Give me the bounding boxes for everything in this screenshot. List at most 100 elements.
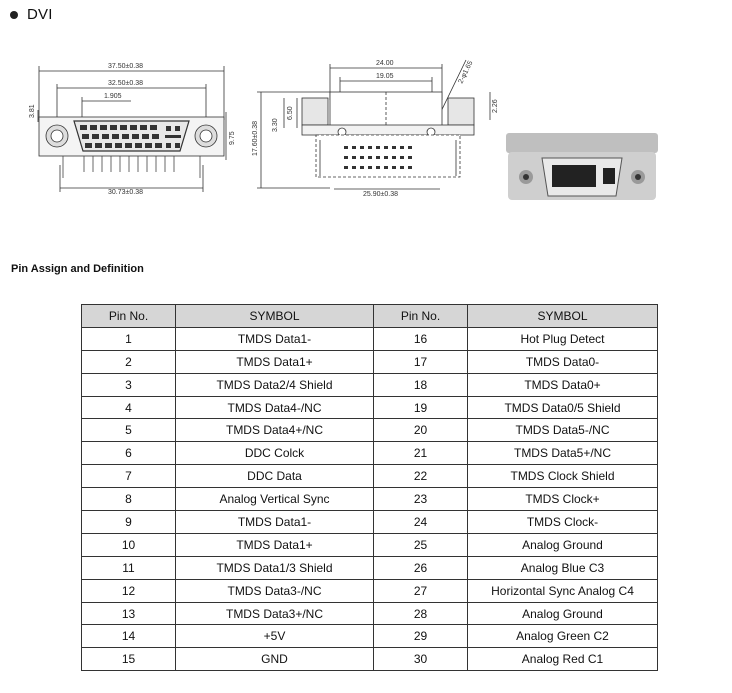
pin-number: 17 bbox=[373, 349, 468, 374]
pin-number: 10 bbox=[81, 532, 176, 557]
pin-number: 16 bbox=[373, 326, 468, 351]
pin-symbol: DDC Data bbox=[175, 464, 374, 489]
pin-symbol: TMDS Data4+/NC bbox=[175, 418, 374, 443]
pin-number: 2 bbox=[81, 349, 176, 374]
header-symbol-2: SYMBOL bbox=[467, 304, 658, 328]
pin-symbol: Analog Vertical Sync bbox=[175, 487, 374, 512]
pin-number: 24 bbox=[373, 510, 468, 534]
pin-symbol: +5V bbox=[175, 624, 374, 649]
pin-number: 18 bbox=[373, 372, 468, 397]
bullet-icon bbox=[10, 10, 18, 19]
pin-symbol: TMDS Data3+/NC bbox=[175, 601, 374, 626]
pin-number: 7 bbox=[81, 464, 176, 489]
pin-number: 23 bbox=[373, 487, 468, 512]
dim-pitch: 1.905 bbox=[104, 93, 122, 100]
pin-symbol: TMDS Clock+ bbox=[467, 487, 658, 512]
pin-number: 3 bbox=[81, 372, 176, 397]
pin-number: 22 bbox=[373, 464, 468, 489]
pin-symbol: TMDS Data5+/NC bbox=[467, 441, 658, 466]
pin-symbol: TMDS Clock Shield bbox=[467, 464, 658, 489]
pin-number: 13 bbox=[81, 601, 176, 626]
pin-number: 27 bbox=[373, 578, 468, 603]
pin-symbol: DDC Colck bbox=[175, 441, 374, 466]
pin-symbol: Analog Red C1 bbox=[467, 647, 658, 672]
pin-symbol: TMDS Data1+ bbox=[175, 532, 374, 557]
dim-left-height: 3.81 bbox=[29, 104, 36, 118]
dim-overall-height: 17.60±0.38 bbox=[252, 121, 259, 156]
pin-number: 5 bbox=[81, 418, 176, 443]
header-symbol: SYMBOL bbox=[175, 304, 374, 328]
pin-symbol: TMDS Data1/3 Shield bbox=[175, 555, 374, 580]
pin-number: 12 bbox=[81, 578, 176, 603]
dim-right-height: 2.26 bbox=[492, 99, 499, 113]
pin-number: 25 bbox=[373, 532, 468, 557]
dim-mounting-span: 32.50±0.38 bbox=[108, 80, 143, 87]
page-title: DVI bbox=[27, 6, 53, 23]
header-pin-no: Pin No. bbox=[81, 304, 176, 328]
pin-number: 4 bbox=[81, 395, 176, 420]
dim-inner-width: 19.05 bbox=[376, 73, 394, 80]
pin-symbol: TMDS Data1+ bbox=[175, 349, 374, 374]
pin-symbol: GND bbox=[175, 647, 374, 672]
header-pin-no-2: Pin No. bbox=[373, 304, 468, 328]
pin-number: 19 bbox=[373, 395, 468, 420]
pin-symbol: Analog Ground bbox=[467, 532, 658, 557]
pin-symbol: TMDS Data1- bbox=[175, 326, 374, 351]
pin-symbol: Analog Green C2 bbox=[467, 624, 658, 649]
pin-number: 8 bbox=[81, 487, 176, 512]
side-view bbox=[257, 59, 491, 190]
pin-number: 11 bbox=[81, 555, 176, 580]
pin-number: 6 bbox=[81, 441, 176, 466]
pin-number: 1 bbox=[81, 326, 176, 351]
pin-number: 30 bbox=[373, 647, 468, 672]
page-header: DVI bbox=[10, 6, 53, 23]
dim-top-width: 24.00 bbox=[376, 60, 394, 67]
dim-overall-width: 37.50±0.38 bbox=[108, 63, 143, 70]
dim-bottom-width: 30.73±0.38 bbox=[108, 189, 143, 196]
pin-number: 20 bbox=[373, 418, 468, 443]
connector-drawing: 37.50±0.38 32.50±0.38 1.905 3.81 9.75 30… bbox=[29, 59, 658, 200]
pin-number: 9 bbox=[81, 510, 176, 534]
section-heading: Pin Assign and Definition bbox=[11, 263, 144, 275]
connector-photo bbox=[506, 133, 658, 200]
pin-symbol: Analog Blue C3 bbox=[467, 555, 658, 580]
front-view bbox=[37, 66, 227, 192]
pin-symbol: TMDS Data0/5 Shield bbox=[467, 395, 658, 420]
table-header-row: Pin No. SYMBOL Pin No. SYMBOL bbox=[81, 304, 658, 328]
pin-symbol: Hot Plug Detect bbox=[467, 326, 658, 351]
pin-number: 29 bbox=[373, 624, 468, 649]
pin-number: 21 bbox=[373, 441, 468, 466]
pin-number: 26 bbox=[373, 555, 468, 580]
pin-number: 15 bbox=[81, 647, 176, 672]
pin-symbol: TMDS Data0- bbox=[467, 349, 658, 374]
pin-symbol: TMDS Data1- bbox=[175, 510, 374, 534]
pin-symbol: TMDS Data0+ bbox=[467, 372, 658, 397]
dim-left-small: 6.50 bbox=[287, 106, 294, 120]
pin-symbol: TMDS Data3-/NC bbox=[175, 578, 374, 603]
pin-symbol: TMDS Data4-/NC bbox=[175, 395, 374, 420]
dim-side-bottom-width: 25.90±0.38 bbox=[363, 191, 398, 198]
pin-symbol: Analog Ground bbox=[467, 601, 658, 626]
pin-symbol: Horizontal Sync Analog C4 bbox=[467, 578, 658, 603]
pin-symbol: TMDS Data2/4 Shield bbox=[175, 372, 374, 397]
dim-left-mid: 3.30 bbox=[272, 118, 279, 132]
dim-right-height: 9.75 bbox=[229, 131, 236, 145]
pin-number: 14 bbox=[81, 624, 176, 649]
